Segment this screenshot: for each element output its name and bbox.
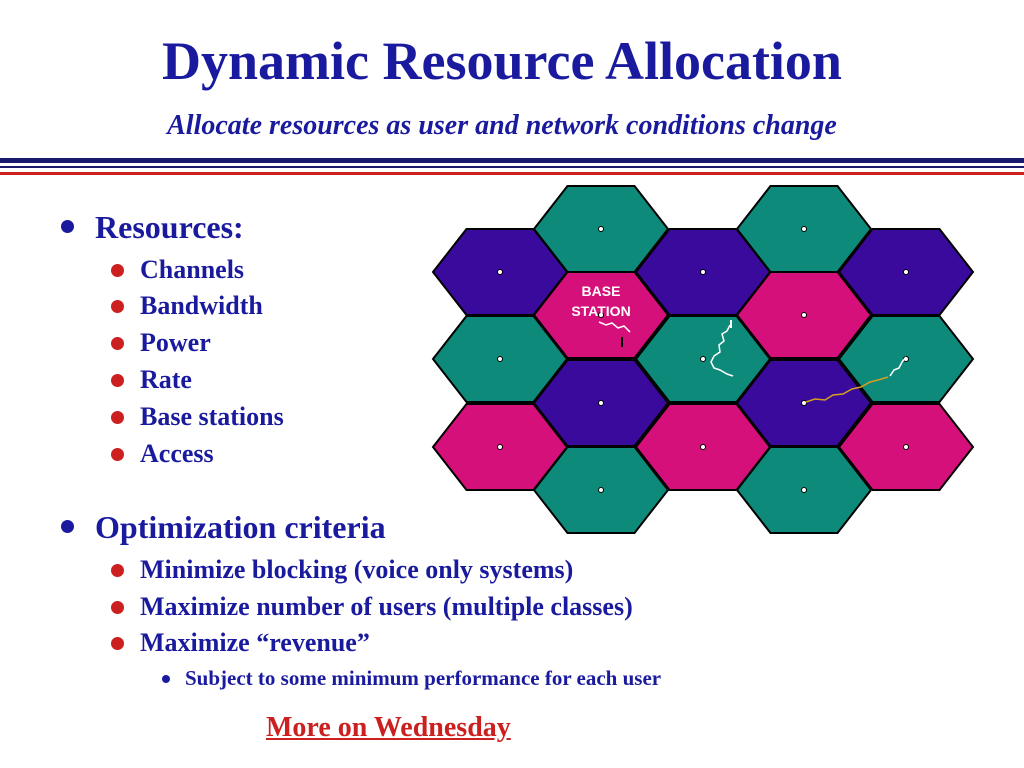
bullet-dot xyxy=(111,264,124,277)
base-station-label-line-2: STATION xyxy=(571,303,630,319)
bullet-optimization-criteria: Optimization criteria xyxy=(95,509,386,545)
base-station-marker xyxy=(598,226,604,232)
header-rule-red xyxy=(0,172,1024,175)
base-station-marker xyxy=(598,487,604,493)
slide-subtitle: Allocate resources as user and network c… xyxy=(167,110,837,141)
base-station-marker xyxy=(700,269,706,275)
criteria-item: Maximize number of users (multiple class… xyxy=(140,592,633,621)
signal-path-4 xyxy=(889,356,907,377)
base-station-marker xyxy=(700,356,706,362)
header-rule-thick xyxy=(0,158,1024,163)
bullet-dot xyxy=(111,637,124,650)
base-station-marker xyxy=(801,226,807,232)
resource-item: Channels xyxy=(140,255,245,284)
signal-path-1 xyxy=(598,321,631,333)
resource-item: Base stations xyxy=(140,402,284,431)
bullet-dot xyxy=(61,520,74,533)
bullet-dot xyxy=(111,448,124,461)
base-station-label-line-1: BASE xyxy=(582,283,621,299)
slide-title: Dynamic Resource Allocation xyxy=(162,31,842,91)
base-station-marker xyxy=(801,312,807,318)
base-station-marker xyxy=(598,400,604,406)
header-rule-thin xyxy=(0,166,1024,168)
bullet-dot xyxy=(111,411,124,424)
bullet-dot xyxy=(111,601,124,614)
criteria-item: Maximize “revenue” xyxy=(140,628,370,657)
base-station-marker xyxy=(598,312,604,318)
resource-item: Rate xyxy=(140,365,192,394)
base-station-marker xyxy=(497,444,503,450)
base-station-marker xyxy=(903,269,909,275)
bullet-dot xyxy=(111,374,124,387)
bullet-dot xyxy=(61,220,74,233)
bullet-dot xyxy=(111,564,124,577)
more-on-wednesday-link[interactable]: More on Wednesday xyxy=(266,712,511,743)
criteria-item: Minimize blocking (voice only systems) xyxy=(140,555,574,584)
signal-path-3 xyxy=(805,376,889,403)
base-station-marker xyxy=(801,400,807,406)
signal-path-2 xyxy=(710,324,734,377)
criteria-sub-item: Subject to some minimum performance for … xyxy=(185,666,662,690)
base-station-marker xyxy=(801,487,807,493)
base-station-marker xyxy=(497,269,503,275)
bullet-dot xyxy=(162,675,170,683)
resource-item: Access xyxy=(140,439,214,468)
resource-item: Bandwidth xyxy=(140,291,263,320)
base-station-marker xyxy=(700,444,706,450)
bullet-resources: Resources: xyxy=(95,209,244,245)
bullet-dot xyxy=(111,300,124,313)
bullet-dot xyxy=(111,337,124,350)
resource-item: Power xyxy=(140,328,211,357)
base-station-marker xyxy=(903,444,909,450)
base-station-marker xyxy=(497,356,503,362)
base-station-label: BASE STATION xyxy=(571,283,630,319)
